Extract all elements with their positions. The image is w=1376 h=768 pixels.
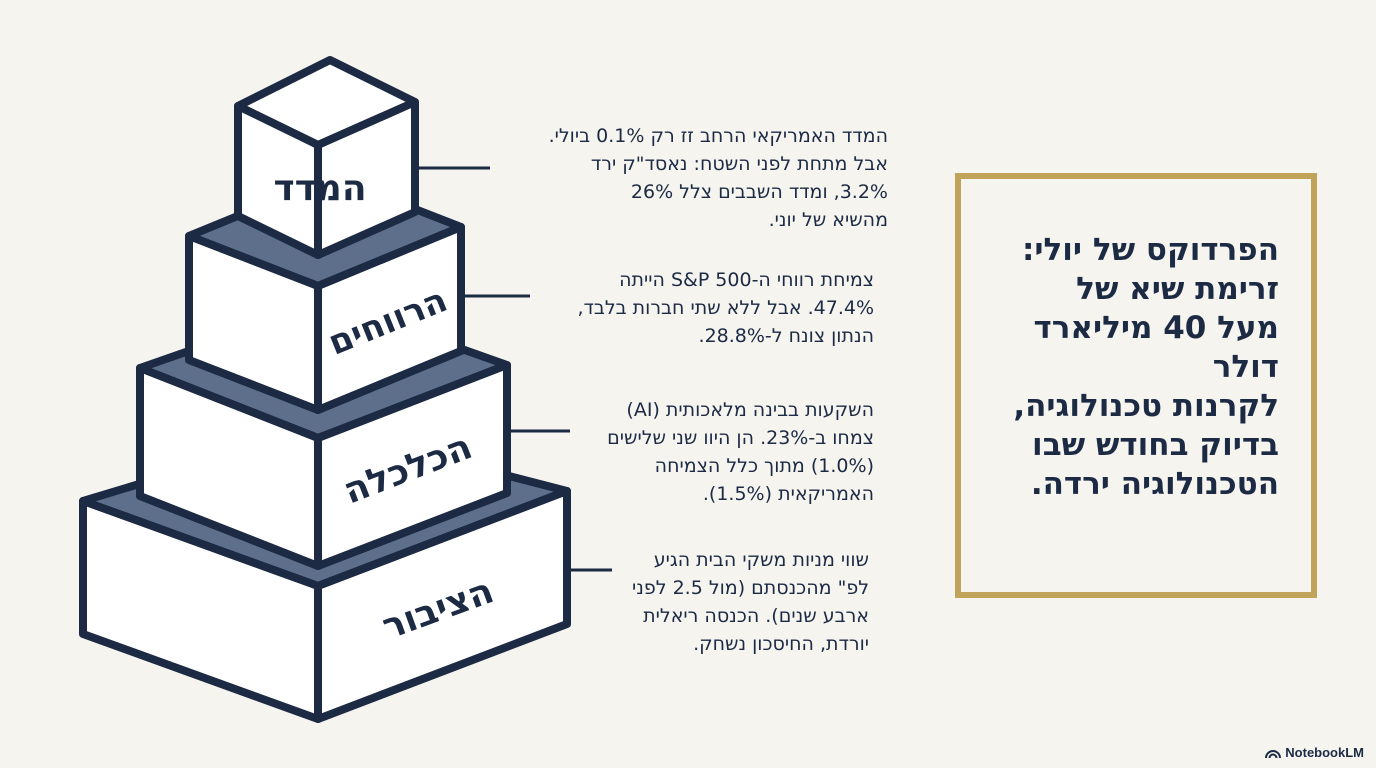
tier-economy-right-face [314,361,511,570]
tier-index: המדד [234,56,419,259]
paradox-callout-text: הפרדוקס של יולי: זרימת שיא של מעל 40 מיל… [1013,232,1279,502]
tier-earnings-right-face [314,223,465,414]
tier-earnings: הרווחים [185,173,465,414]
connector-lines [415,166,612,572]
tier-economy-description: השקעות בבינה מלאכותית (AI) צמחו ב-23%. ה… [607,399,874,505]
notebooklm-logo-icon [1265,749,1282,758]
tier-index-right-face [314,98,419,259]
brand-name: NotebookLM [1285,745,1364,760]
tier-index-label: המדד [273,168,366,209]
paradox-callout-box: הפרדוקס של יולי: זרימת שיא של מעל 40 מיל… [955,173,1317,598]
tier-index-description: המדד האמריקאי הרחב זז רק 0.1% ביולי. אבל… [548,125,888,231]
tier-public-description: שווי מניות משקי הבית הגיע לפ" מהכנסתם (מ… [632,549,869,655]
tier-earnings-description: צמיחת רווחי ה-S&P 500 הייתה 47.4%. אבל ל… [577,269,874,347]
tier-public-right-face [314,487,571,723]
brand-watermark: NotebookLM [1265,745,1364,760]
